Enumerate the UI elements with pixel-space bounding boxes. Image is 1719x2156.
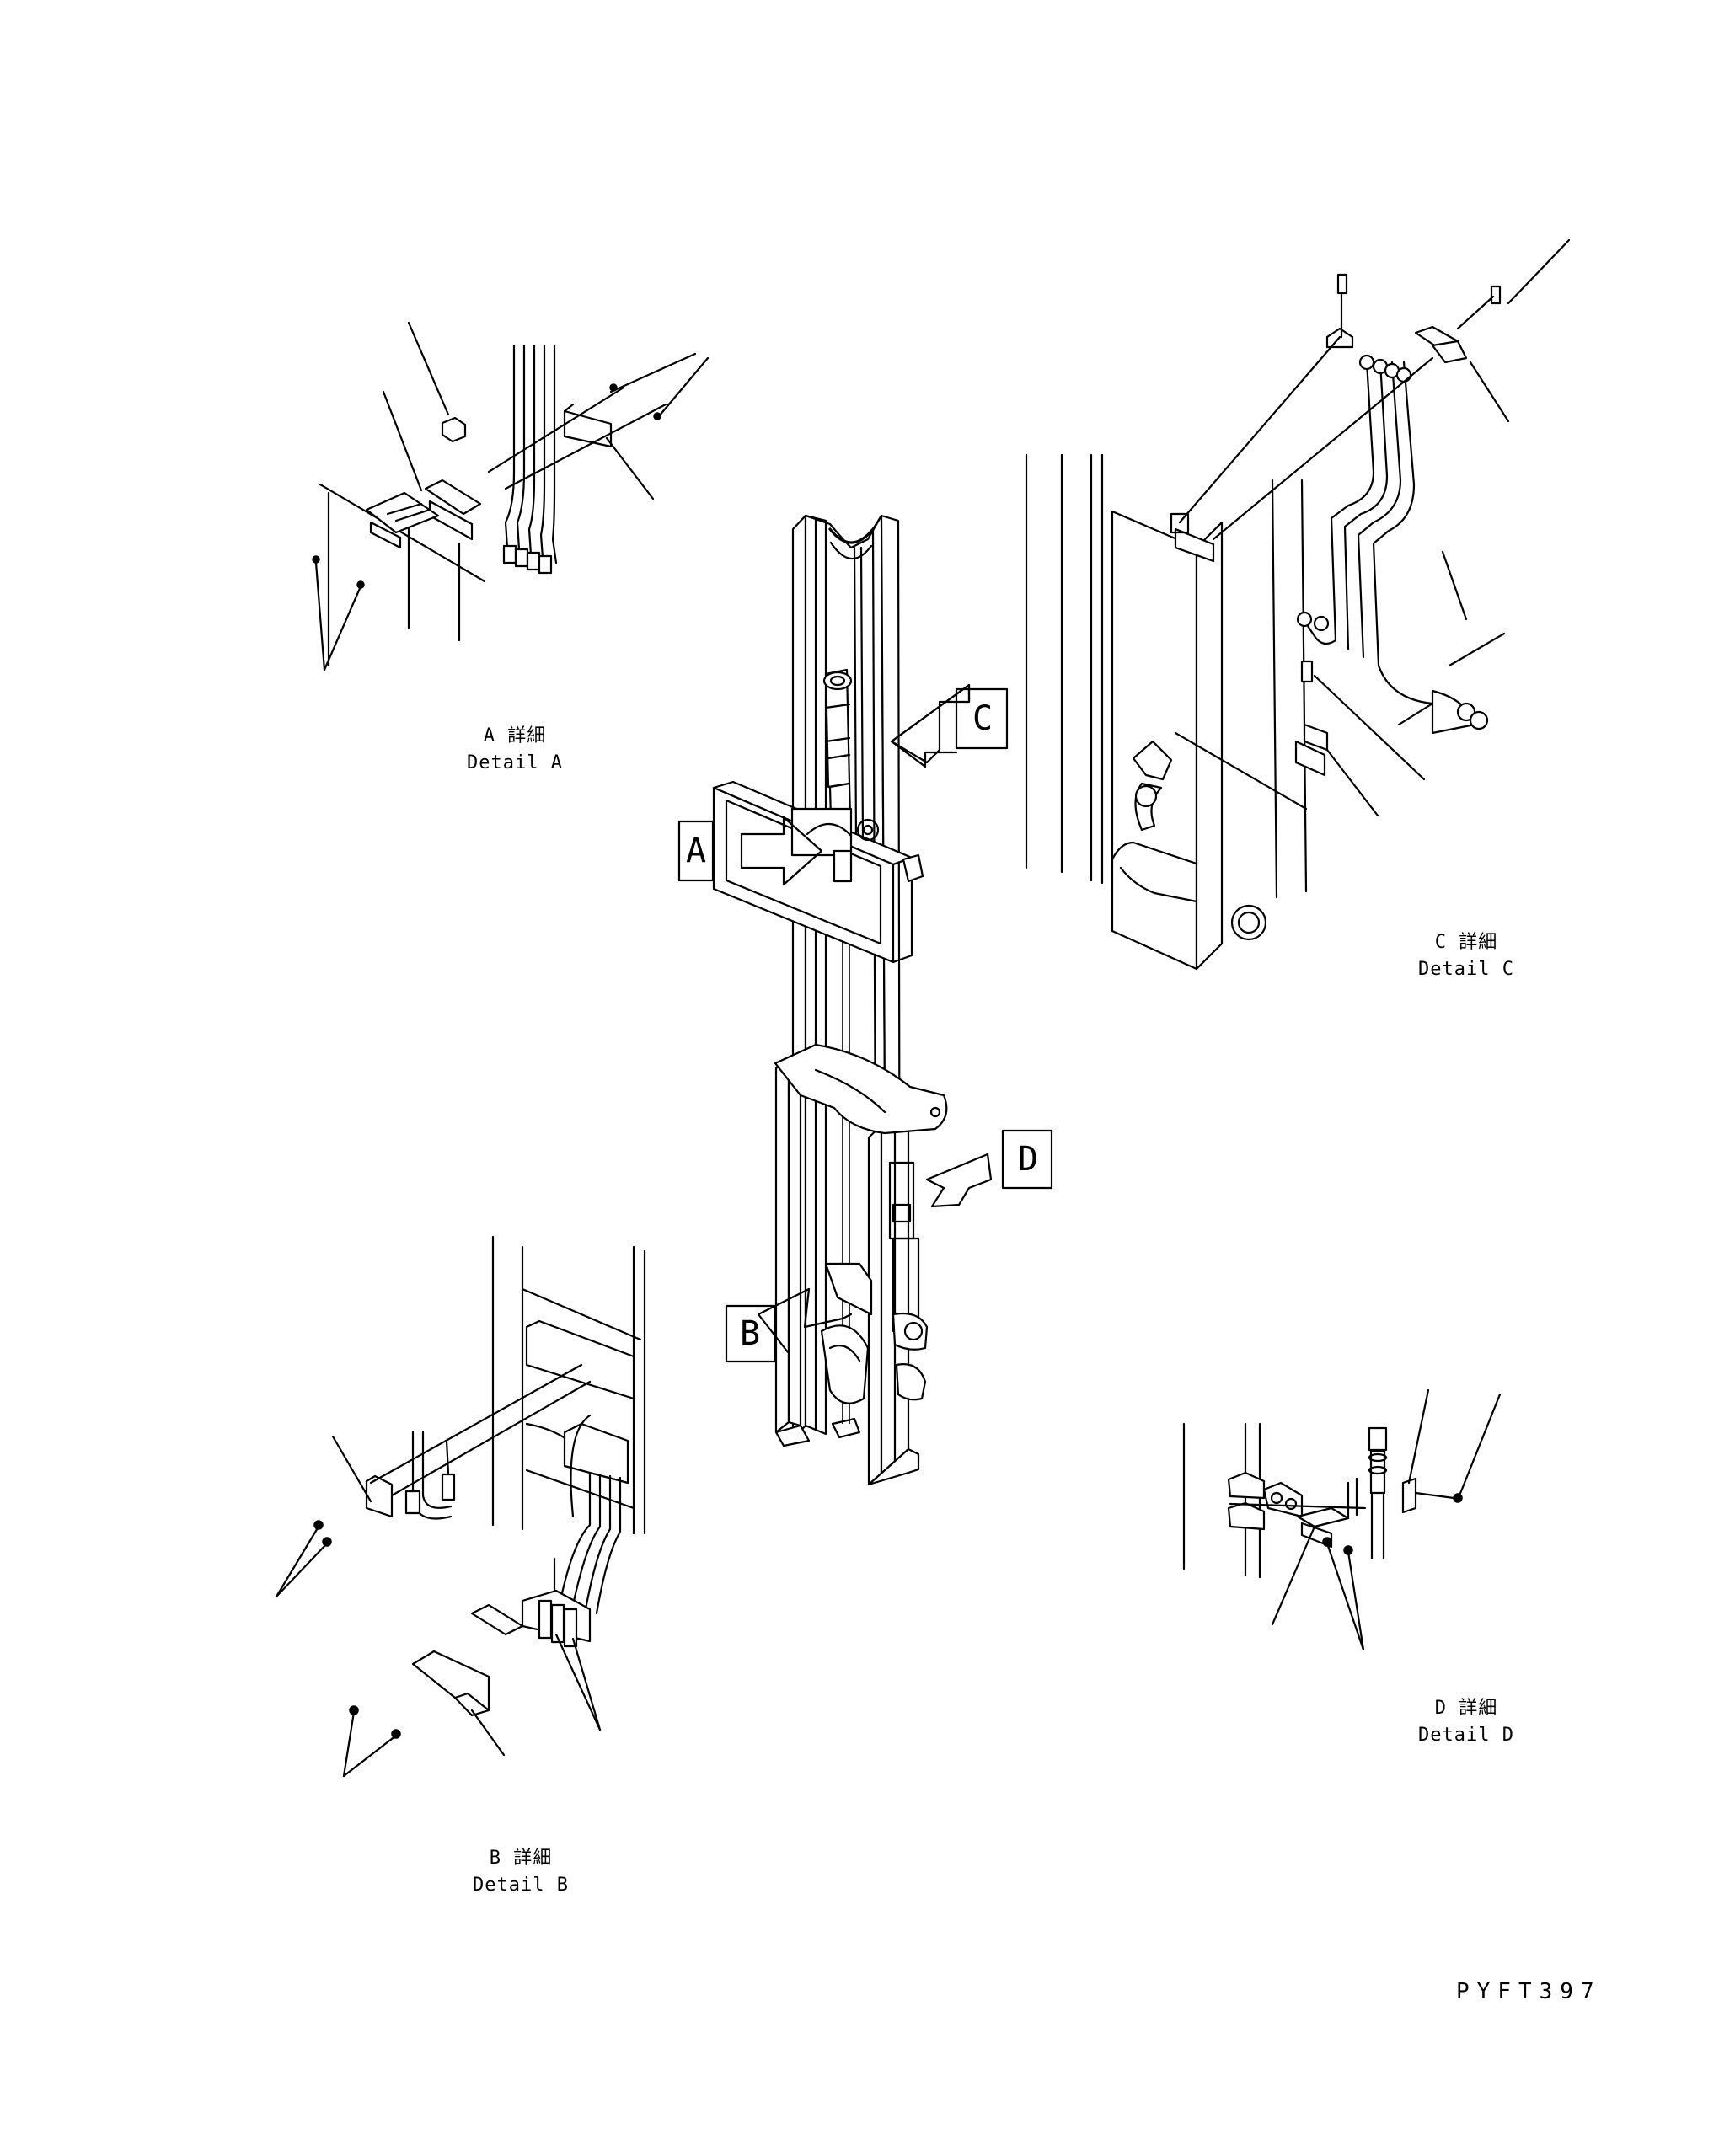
callout-c: C [972,699,993,738]
detail-b-caption-jp: B 詳細 [489,1848,553,1869]
detail-c-caption-en: Detail C [1418,959,1514,980]
detail-a-caption: A 詳細 Detail A [414,723,616,777]
callout-d: D [1017,1140,1039,1179]
detail-d-caption-jp: D 詳細 [1434,1698,1498,1719]
detail-c-caption-jp: C 詳細 [1434,932,1498,953]
detail-a-caption-jp: A 詳細 [483,725,547,746]
detail-a-caption-en: Detail A [467,752,563,773]
detail-d-caption-en: Detail D [1418,1725,1514,1746]
detail-a-drawing [312,321,710,671]
detail-d-caption: D 詳細 Detail D [1365,1695,1567,1749]
detail-b-caption: B 詳細 Detail B [420,1845,622,1899]
detail-c-drawing [1025,238,1571,971]
drawing-number: PYFT397 [1456,1979,1602,2004]
callout-b: B [739,1314,761,1353]
detail-c-caption: C 詳細 Detail C [1365,929,1567,983]
detail-b-caption-en: Detail B [473,1875,569,1896]
detail-d-drawing [1182,1388,1502,1651]
callout-a: A [685,832,707,870]
mast-assembly [677,514,1053,1486]
detail-b-drawing [275,1235,646,1778]
